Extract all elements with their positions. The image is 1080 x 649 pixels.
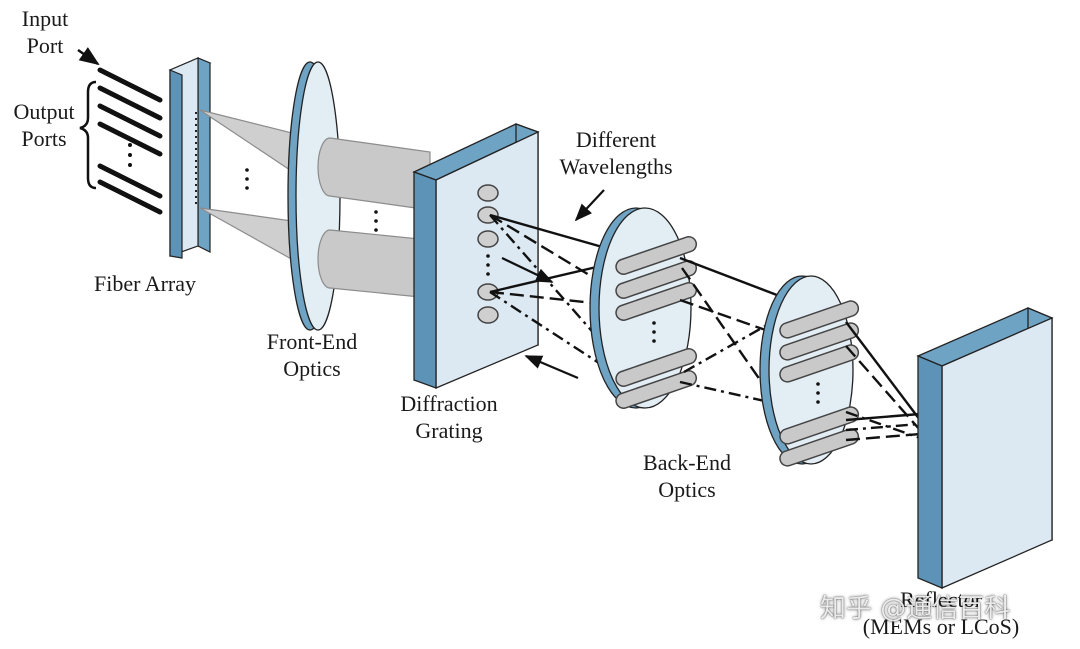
collimated-beam	[317, 137, 431, 299]
vertical-ellipsis-icon	[374, 210, 378, 232]
curly-brace-icon	[79, 80, 97, 190]
back-end-optics-label: Back-End Optics	[643, 450, 731, 502]
lens-bars-1	[615, 235, 698, 409]
front-end-optics-label: Front-End Optics	[266, 329, 358, 381]
vertical-ellipsis-icon	[816, 382, 820, 404]
input-port-label: Input Port	[21, 6, 69, 58]
dispersed-rays	[845, 321, 921, 442]
arrow-icon	[501, 257, 554, 283]
lens-bars-2	[779, 300, 860, 467]
diffraction-grating-label: Diffraction Grating	[400, 391, 498, 443]
vertical-ellipsis-icon	[245, 168, 249, 190]
vertical-ellipsis-icon	[486, 254, 490, 276]
arrow-icon	[574, 189, 605, 222]
reflector-block	[916, 307, 1054, 589]
reflector-label: Reflector (MEMs or LCoS)	[862, 587, 1020, 639]
vertical-ellipsis-icon	[652, 321, 656, 343]
different-wavelengths-label: Different Wavelengths	[559, 127, 673, 179]
fiber-array-block	[168, 57, 212, 259]
vertical-ellipsis-icon	[128, 143, 132, 167]
arrow-icon	[77, 47, 100, 66]
fiber-lines	[97, 67, 163, 215]
diffraction-grating-block	[412, 123, 540, 389]
arrow-icon	[524, 354, 579, 380]
output-ports-label: Output Ports	[13, 99, 75, 151]
fiber-array-label: Fiber Array	[93, 271, 197, 296]
watermark: 知乎 @通信百科	[820, 594, 1011, 624]
beam-spots	[477, 184, 499, 324]
